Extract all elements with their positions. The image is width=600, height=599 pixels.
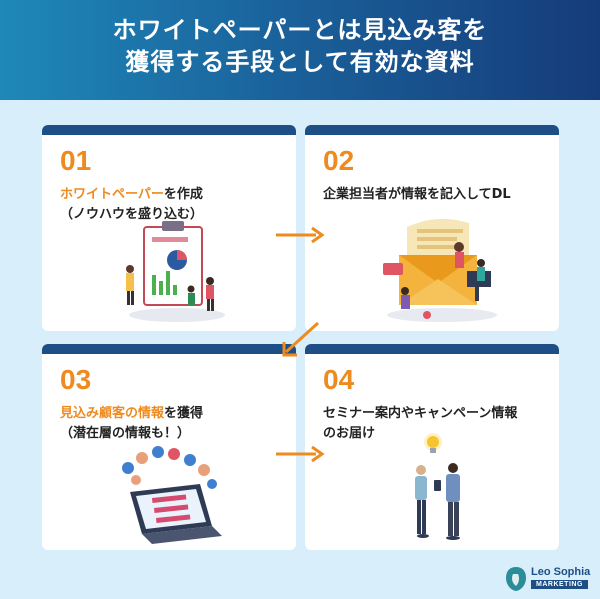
page-title-line-1: ホワイトペーパーとは見込み客を [112,16,488,44]
arrow-diagonal-icon [282,321,320,357]
lion-head-icon [506,567,526,591]
step-number: 02 [323,145,355,176]
step-text-line2: のお届け [323,426,376,441]
step-description: 見込み顧客の情報を獲得 （潜在層の情報も！） [60,404,290,444]
step-card-01: 01 ホワイトペーパーを作成 （ノウハウを盛り込む） [42,125,296,331]
envelope-workers-illustration [383,218,497,322]
step-number: 01 [60,145,92,176]
step-card-04: 04 セミナー案内やキャンペーン情報 のお届け [305,344,559,550]
step-description: セミナー案内やキャンペーン情報 のお届け [323,404,553,444]
card-top-bar [305,125,559,135]
card-top-bar [305,344,559,354]
card-top-bar [42,344,296,354]
step-highlight: 見込み顧客の情報 [60,406,165,421]
step-text: を作成 [163,187,203,202]
step-text-line2: （ノウハウを盛り込む） [60,207,204,222]
brand-name: Leo Sophia [531,566,591,578]
step-number: 04 [323,364,355,395]
arrow-right-icon [276,226,325,244]
step-text-line2: （潜在層の情報も！） [60,426,191,441]
page-title-line-2: 獲得する手段として有効な資料 [125,48,475,76]
page-header: ホワイトペーパーとは見込み客を 獲得する手段として有効な資料 [0,0,600,100]
card-top-bar [42,125,296,135]
laptop-profiles-illustration [122,446,222,544]
people-lightbulb-illustration [415,433,460,540]
step-text: 企業担当者が情報を記入してDL [323,187,511,202]
step-description: 企業担当者が情報を記入してDL [323,185,553,205]
step-text: を獲得 [164,406,204,421]
arrow-right-icon [276,445,325,463]
step-text: セミナー案内やキャンペーン情報 [323,406,518,421]
step-description: ホワイトペーパーを作成 （ノウハウを盛り込む） [60,185,290,225]
step-card-03: 03 見込み顧客の情報を獲得 （潜在層の情報も！） [42,344,296,550]
brand-tag: MARKETING [531,580,588,589]
step-card-02: 02 企業担当者が情報を記入してDL [305,125,559,331]
step-highlight: ホワイトペーパー [60,187,164,202]
document-checklist-illustration [126,221,225,322]
step-number: 03 [60,364,92,395]
